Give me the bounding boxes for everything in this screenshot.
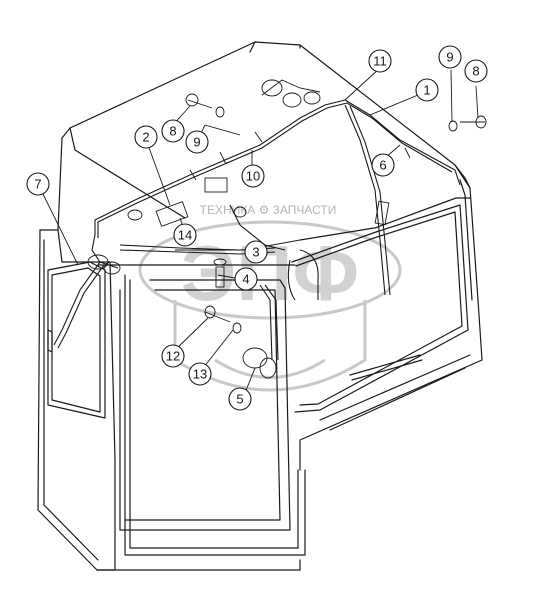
callouts: 1 2 3 4 5 6 7 8: [26, 45, 488, 411]
callout-8-right-label: 8: [472, 64, 479, 79]
callout-4: 4: [234, 267, 258, 291]
callout-10: 10: [241, 164, 265, 188]
callout-9-right-label: 9: [446, 50, 453, 65]
callout-13-label: 13: [193, 367, 207, 382]
cab-body: [37, 41, 483, 571]
callout-7-label: 7: [34, 177, 41, 192]
callout-5-label: 5: [236, 392, 243, 407]
callout-1-label: 1: [423, 83, 430, 98]
callout-10-label: 10: [246, 169, 260, 184]
callout-2: 2: [134, 125, 158, 149]
callout-7: 7: [26, 172, 50, 196]
callout-4-label: 4: [242, 272, 249, 287]
callout-8-left-label: 8: [169, 124, 176, 139]
callout-6-label: 6: [379, 158, 386, 173]
callout-8-left: 8: [161, 119, 185, 143]
callout-14-label: 14: [178, 228, 192, 243]
callout-2-label: 2: [142, 130, 149, 145]
callout-11-label: 11: [373, 54, 387, 69]
callout-6: 6: [371, 153, 395, 177]
callout-1: 1: [415, 78, 439, 102]
callout-9-right: 9: [438, 45, 462, 69]
callout-14: 14: [173, 223, 197, 247]
callout-13: 13: [188, 362, 212, 386]
callout-3-label: 3: [252, 245, 259, 260]
callout-3: 3: [244, 240, 268, 264]
callout-11: 11: [368, 49, 392, 73]
callout-12-label: 12: [166, 349, 180, 364]
callout-9-left: 9: [185, 130, 209, 154]
callout-9-left-label: 9: [193, 135, 200, 150]
callout-8-right: 8: [464, 59, 488, 83]
callout-12: 12: [161, 344, 185, 368]
callout-5: 5: [228, 387, 252, 411]
watermark-caption: ТЕХНИКА ⚙ ЗАПЧАСТИ: [200, 203, 337, 217]
